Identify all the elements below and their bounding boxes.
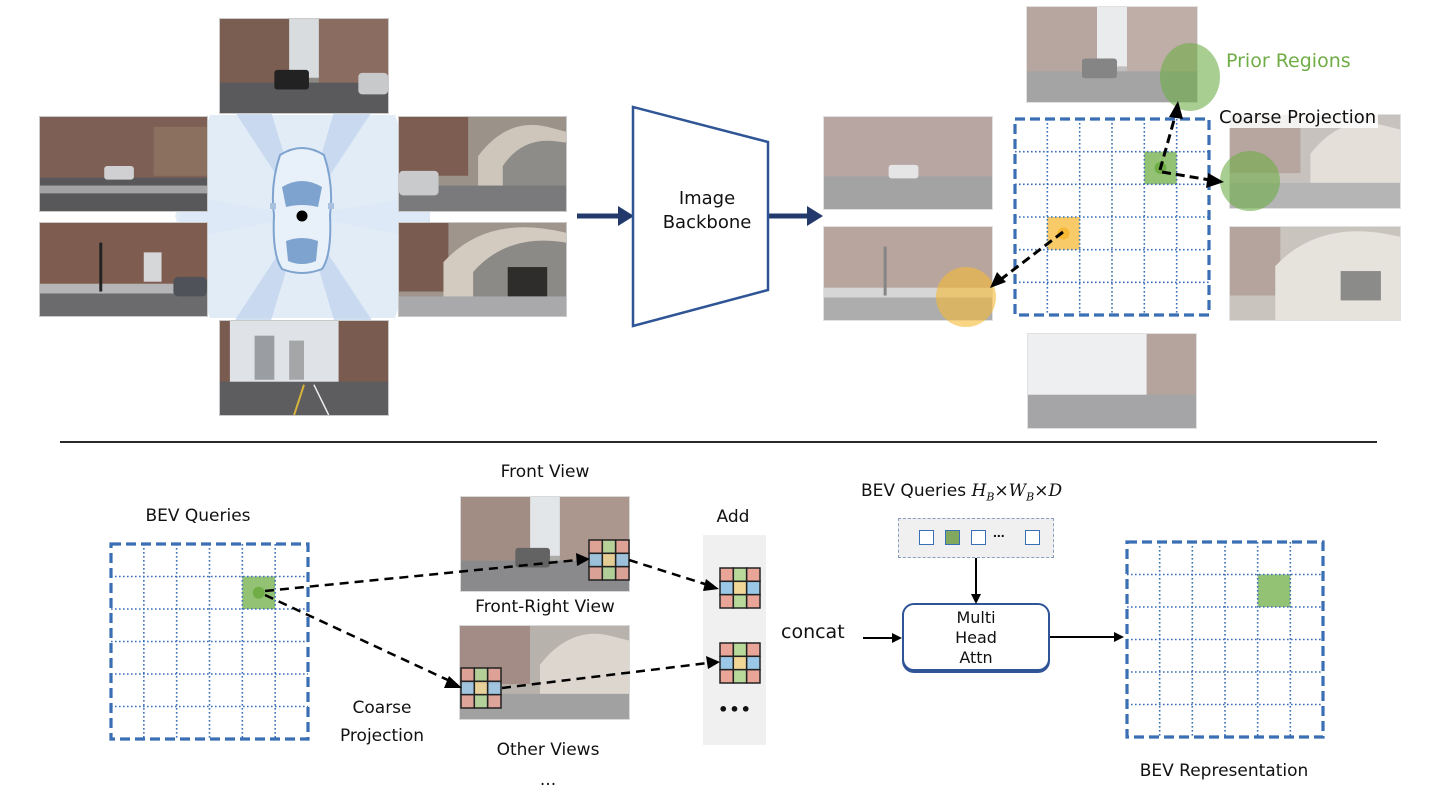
query-token (971, 530, 986, 545)
bev-queries-dimension-label: BEV Queries HB×WB×D (861, 481, 1063, 504)
projected-image-back-right (1229, 226, 1401, 321)
patch-cell (732, 593, 748, 609)
patch-cell (745, 655, 761, 671)
attn-line1: Multi (956, 608, 996, 627)
patch-cell (486, 693, 502, 709)
concat-label: concat (781, 621, 845, 643)
backbone-label-line1: Image (678, 188, 736, 209)
bev-grid-top (1013, 117, 1211, 317)
attn-line3: Attn (959, 648, 993, 667)
attn-line2: Head (955, 628, 997, 647)
query-token-selected (945, 530, 960, 545)
patch-cell (460, 693, 476, 709)
patch-cell (732, 668, 748, 684)
bev-query-point (1154, 162, 1167, 174)
patch-cell (719, 593, 735, 609)
query-token (1025, 530, 1040, 545)
section-divider (60, 441, 1377, 443)
patch-cell (745, 567, 761, 583)
query-strip-ellipsis: ... (993, 524, 1005, 540)
bev-queries-grid (109, 542, 310, 741)
patch-cell (614, 539, 630, 555)
aggregated-patch-1 (719, 567, 761, 609)
patch-cell (732, 580, 748, 596)
camera-image-back-right (398, 222, 567, 317)
patch-cell (745, 580, 761, 596)
patch-cell (473, 667, 489, 683)
other-views-ellipsis: ... (539, 770, 557, 790)
projected-image-back (1027, 333, 1197, 429)
bev-queries-dim-d: D (1048, 481, 1063, 501)
patch-cell (486, 680, 502, 696)
add-ellipsis: ••• (718, 700, 752, 719)
sampled-patch-front-view (588, 539, 630, 581)
patch-cell (719, 580, 735, 596)
patch-cell (473, 693, 489, 709)
coarse-projection-label-top: Coarse Projection (1217, 107, 1379, 128)
camera-image-back (219, 320, 389, 416)
patch-cell (601, 565, 617, 581)
patch-cell (460, 680, 476, 696)
bev-queries-label: BEV Queries (145, 506, 251, 526)
patch-cell (732, 567, 748, 583)
ego-car-icon (270, 147, 334, 274)
bev-grid-border (1125, 540, 1325, 739)
camera-image-front (219, 18, 389, 114)
projected-image-front (1026, 6, 1198, 103)
patch-cell (588, 565, 604, 581)
front-right-view-label: Front-Right View (475, 597, 615, 617)
bev-representation-grid (1125, 540, 1325, 739)
aggregated-patch-2 (719, 642, 761, 684)
camera-image-front-right (398, 116, 567, 212)
projected-image-front-right (1229, 114, 1401, 209)
add-label: Add (716, 507, 750, 527)
patch-cell (732, 642, 748, 658)
patch-cell (745, 593, 761, 609)
bev-representation-label: BEV Representation (1139, 761, 1309, 781)
patch-cell (719, 567, 735, 583)
image-backbone-block (631, 105, 770, 328)
patch-cell (745, 668, 761, 684)
coarse-projection-line1: Coarse (352, 698, 412, 718)
bev-query-point (1057, 227, 1070, 240)
sampled-patch-front-right-view (460, 667, 502, 709)
query-token (919, 530, 934, 545)
patch-cell (460, 667, 476, 683)
patch-cell (719, 668, 735, 684)
patch-cell (601, 539, 617, 555)
other-views-label: Other Views (496, 740, 600, 760)
bev-queries-dim-w: WB (1008, 481, 1035, 504)
camera-image-back-left (39, 222, 208, 317)
prior-regions-label: Prior Regions (1226, 50, 1351, 72)
patch-cell (486, 667, 502, 683)
coarse-projection-label-bottom: Coarse Projection (340, 694, 424, 750)
backbone-label: Image Backbone (663, 187, 752, 235)
backbone-label-line2: Backbone (662, 212, 752, 233)
patch-cell (719, 642, 735, 658)
patch-cell (719, 655, 735, 671)
coarse-projection-line2: Projection (339, 726, 425, 746)
patch-cell (601, 552, 617, 568)
patch-cell (473, 680, 489, 696)
bev-query-point (252, 586, 265, 599)
front-view-label: Front View (500, 462, 590, 482)
multi-head-attention-block: Multi Head Attn (902, 603, 1050, 671)
bev-query-strip: ... (898, 518, 1054, 558)
patch-cell (614, 552, 630, 568)
patch-cell (588, 552, 604, 568)
bev-queries-dim-h: HB (971, 481, 995, 504)
projected-image-front-left (823, 116, 993, 210)
patch-cell (732, 655, 748, 671)
projected-image-back-left (823, 226, 993, 321)
patch-cell (745, 642, 761, 658)
bev-queries-dim-prefix: BEV Queries (861, 481, 972, 501)
bev-grid-border (1013, 117, 1211, 317)
camera-image-front-left (39, 116, 208, 212)
patch-cell (588, 539, 604, 555)
bev-highlight-cell (1257, 574, 1291, 607)
patch-cell (614, 565, 630, 581)
